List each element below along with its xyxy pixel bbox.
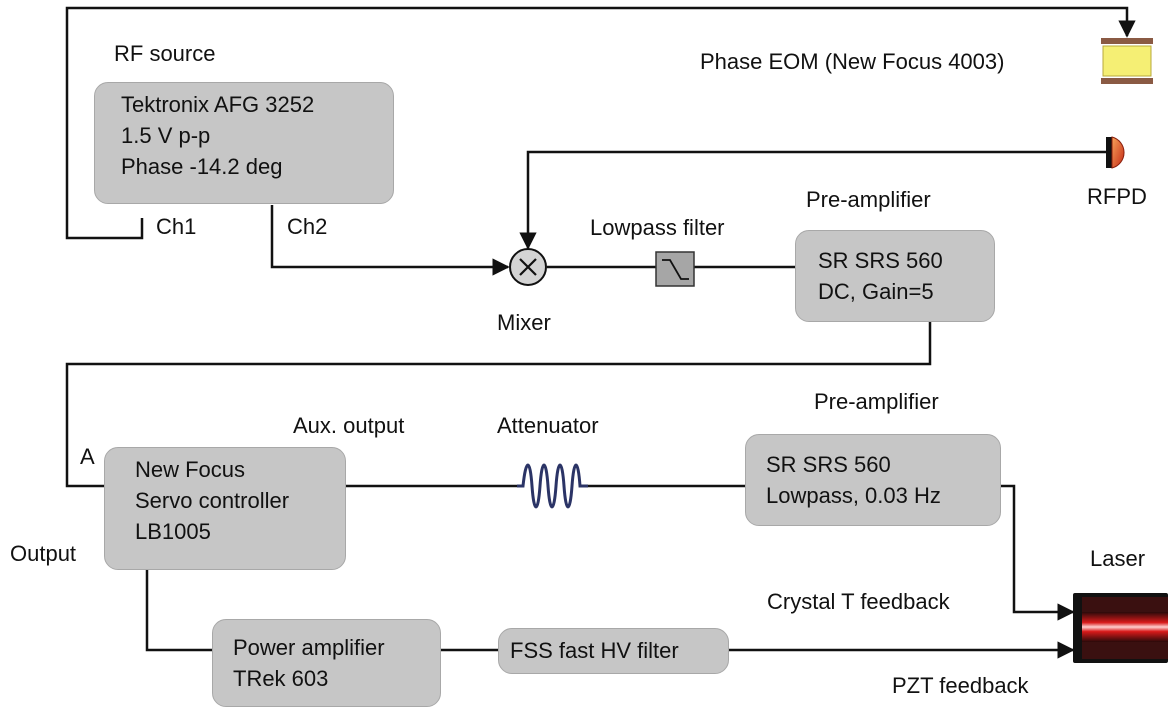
wire-preamp-to-servo <box>65 322 932 488</box>
preamp-dc-box: SR SRS 560 DC, Gain=5 <box>795 230 995 322</box>
pre-amplifier-label: Pre-amplifier <box>806 187 931 212</box>
crystal-t-feedback-label: Crystal T feedback <box>767 589 950 614</box>
rf-source-line-3: Phase -14.2 deg <box>121 154 283 179</box>
preamp-lowpass-line-2: Lowpass, 0.03 Hz <box>766 483 941 508</box>
rf-source-line-1: Tektronix AFG 3252 <box>121 92 315 117</box>
laser-icon <box>1073 593 1168 663</box>
preamp-dc-line-1: SR SRS 560 <box>818 248 943 273</box>
input-a-label: A <box>80 444 95 469</box>
servo-controller-box: New Focus Servo controller LB1005 <box>104 447 346 570</box>
attenuator-label: Attenuator <box>497 413 599 438</box>
hv-filter-line-1: FSS fast HV filter <box>510 638 679 663</box>
rf-source-box: Tektronix AFG 3252 1.5 V p-p Phase -14.2… <box>94 82 394 204</box>
servo-line-2: Servo controller <box>135 488 290 513</box>
wire-servo-to-power-amp <box>145 570 212 652</box>
ch1-label: Ch1 <box>156 214 197 239</box>
servo-line-1: New Focus <box>135 457 246 482</box>
preamp-lowpass-box: SR SRS 560 Lowpass, 0.03 Hz <box>745 434 1001 526</box>
wire-ch2-to-mixer <box>270 205 510 276</box>
mixer-label: Mixer <box>497 310 551 335</box>
power-amp-line-2: TRek 603 <box>233 666 329 691</box>
rf-source-line-2: 1.5 V p-p <box>121 123 211 148</box>
hv-filter-box: FSS fast HV filter <box>498 628 729 674</box>
power-amp-line-1: Power amplifier <box>233 635 385 660</box>
lowpass-filter-icon <box>655 251 695 287</box>
phase-eom-label: Phase EOM (New Focus 4003) <box>700 49 1005 74</box>
phase-eom-icon <box>1101 38 1153 84</box>
output-label: Output <box>10 541 77 566</box>
rfpd-label: RFPD <box>1087 184 1147 209</box>
preamp-lowpass-line-1: SR SRS 560 <box>766 452 891 477</box>
wire-ch1-to-eom <box>65 6 1136 240</box>
pzt-feedback-label: PZT feedback <box>892 673 1029 698</box>
pre-amplifier-label-2: Pre-amplifier <box>814 389 939 414</box>
ch2-label: Ch2 <box>287 214 328 239</box>
laser-label: Laser <box>1090 546 1146 571</box>
attenuator-icon <box>517 463 588 509</box>
servo-line-3: LB1005 <box>135 519 211 544</box>
mixer-icon <box>509 248 547 286</box>
rfpd-icon <box>1106 136 1125 169</box>
lowpass-filter-label: Lowpass filter <box>590 215 725 240</box>
wire-crystal-t-feedback <box>1001 484 1075 621</box>
wire-rfpd-to-mixer <box>519 150 1108 250</box>
aux-output-label: Aux. output <box>293 413 405 438</box>
preamp-dc-line-2: DC, Gain=5 <box>818 279 934 304</box>
power-amplifier-box: Power amplifier TRek 603 <box>212 619 441 707</box>
rf-source-label: RF source <box>114 41 216 66</box>
